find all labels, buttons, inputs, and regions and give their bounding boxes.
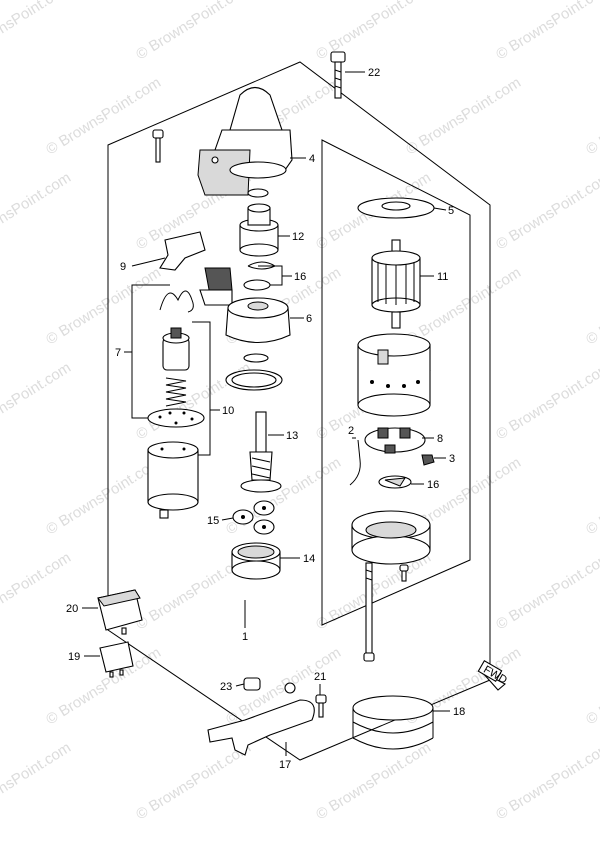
bracket-10	[192, 321, 211, 456]
watermark-text: © BrownsPoint.com	[133, 0, 254, 63]
watermark-text: © BrownsPoint.com	[493, 739, 600, 823]
watermark-text: © BrownsPoint.com	[43, 74, 164, 158]
callout-4: 4	[309, 153, 315, 165]
spring-clip	[159, 290, 194, 313]
part-22-bolt	[330, 51, 346, 99]
callout-23: 23	[220, 681, 232, 693]
callout-20: 20	[66, 603, 78, 615]
bracket-block-face	[199, 289, 233, 306]
part-6-gear-housing	[225, 297, 291, 343]
part-10-plate	[147, 408, 205, 428]
callout-7: 7	[115, 347, 121, 359]
watermark-text: © BrownsPoint.com	[43, 454, 164, 538]
part-9-lever	[159, 231, 206, 271]
watermark-text: © BrownsPoint.com	[133, 739, 254, 823]
washer-under-6	[243, 353, 269, 363]
callout-13: 13	[286, 430, 298, 442]
armature-group-frame	[321, 139, 471, 626]
callout-10: 10	[222, 405, 234, 417]
watermark-text: © BrownsPoint.com	[223, 454, 344, 538]
watermark-text: © BrownsPoint.com	[493, 169, 600, 253]
callout-2: 2	[348, 425, 354, 437]
part-5-washer	[357, 197, 435, 219]
watermark-text: © BrownsPoint.com	[493, 549, 600, 633]
callout-labels: 22 4 5 12 16 9 11 6 7 10 13 2 8 3 16 15 …	[66, 67, 465, 771]
watermark-text: © BrownsPoint.com	[403, 264, 524, 348]
callout-15: 15	[207, 515, 219, 527]
watermark-text: © BrownsPoint.com	[583, 644, 600, 728]
through-bolt	[363, 562, 375, 662]
callout-3: 3	[449, 453, 455, 465]
part-15-planet-gears	[232, 500, 275, 535]
callout-11: 11	[437, 271, 448, 283]
watermark-text: © BrownsPoint.com	[0, 169, 74, 253]
spring	[165, 377, 187, 407]
part-4-housing	[197, 86, 293, 196]
gasket-ring	[225, 369, 283, 391]
callout-16-bottom: 16	[427, 479, 439, 491]
callout-18: 18	[453, 706, 465, 718]
part-13-shaft	[240, 411, 282, 493]
watermark-text: © BrownsPoint.com	[583, 454, 600, 538]
callout-14: 14	[303, 553, 315, 565]
yoke-housing	[357, 333, 431, 417]
watermark-text: © BrownsPoint.com	[493, 0, 600, 63]
watermark-text: © BrownsPoint.com	[583, 264, 600, 348]
part-11-armature	[371, 239, 421, 329]
callout-6: 6	[306, 313, 312, 325]
watermark-text: © BrownsPoint.com	[583, 74, 600, 158]
leader-lines	[82, 71, 450, 756]
watermark-text: © BrownsPoint.com	[43, 264, 164, 348]
watermark-text: © BrownsPoint.com	[0, 549, 74, 633]
part-12-pinion	[239, 203, 279, 257]
callout-12: 12	[292, 231, 304, 243]
solenoid-body	[147, 441, 199, 519]
part-3-nut	[421, 454, 435, 466]
watermark-text: © BrownsPoint.com	[0, 739, 74, 823]
watermark-text: © BrownsPoint.com	[0, 0, 74, 63]
housing-bolt	[152, 129, 164, 163]
watermark-text: © BrownsPoint.com	[0, 359, 74, 443]
small-ring	[247, 188, 269, 198]
callout-19: 19	[68, 651, 80, 663]
part-2-lead	[349, 439, 361, 486]
callout-8: 8	[437, 433, 443, 445]
watermark-text: © BrownsPoint.com	[313, 739, 434, 823]
part-14-ring-gear	[231, 542, 281, 580]
part-17-bracket	[207, 682, 315, 756]
plunger	[162, 327, 190, 371]
watermark-text: © BrownsPoint.com	[403, 74, 524, 158]
part-23-grommet	[243, 677, 261, 691]
watermark-text: © BrownsPoint.com	[493, 359, 600, 443]
part-18-band	[352, 695, 434, 750]
callout-17: 17	[279, 759, 291, 771]
callout-9: 9	[120, 261, 126, 273]
callout-5: 5	[448, 205, 454, 217]
part-8-brush-holder	[364, 427, 426, 454]
end-frame	[351, 510, 431, 565]
small-screw	[399, 564, 409, 582]
callout-16-top: 16	[294, 271, 306, 283]
callout-22: 22	[368, 67, 380, 79]
part-21-bolt	[315, 694, 327, 718]
watermark-text: © BrownsPoint.com	[133, 359, 254, 443]
callout-1: 1	[242, 631, 248, 643]
part-16-plate	[378, 475, 412, 489]
part-16-circlip	[243, 261, 277, 291]
part-20-relay	[97, 589, 143, 635]
part-19-relay	[99, 641, 134, 678]
callout-21: 21	[314, 671, 326, 683]
